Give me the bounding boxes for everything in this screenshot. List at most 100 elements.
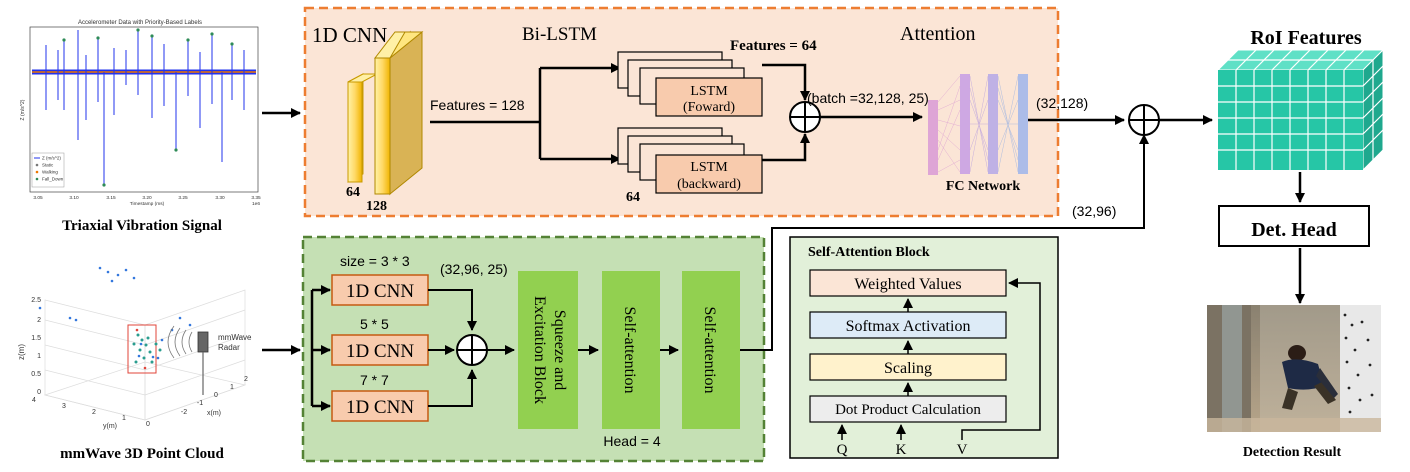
cloud-xtick: 0 [214, 392, 218, 399]
detection-head: Det. Head [1218, 205, 1370, 247]
sab-step-label: Scaling [884, 360, 932, 377]
sab-scaling: Scaling [809, 353, 1007, 381]
cloud-xtick: -1 [197, 400, 203, 407]
sab-step-label: Weighted Values [854, 276, 961, 293]
sab-softmax: Softmax Activation [809, 311, 1007, 339]
bilstm-title: Bi-LSTM [522, 24, 597, 45]
cnn-dim-128: 128 [366, 199, 387, 214]
se-block: Squeeze and Excitation Block [518, 271, 578, 429]
concat-op-bottom [456, 334, 488, 366]
conv-label: 1D CNN [346, 341, 414, 362]
cloud-xtick: 2 [244, 376, 248, 383]
se-block-label: Excitation Block [531, 296, 548, 404]
plot-xunit: 1e6 [252, 201, 260, 207]
self-attention-label: Self-attention [621, 306, 638, 393]
plot-xtick: 3.25 [178, 195, 188, 201]
point-cloud-plot: 2.5 2 1.5 1 0.5 0 z(m) 4 3 2 1 0 y(m) -2… [17, 266, 252, 430]
conv-label: 1D CNN [346, 281, 414, 302]
cloud-ztick: 0 [37, 389, 41, 396]
lstm-backward-stack: LSTM (backward) [617, 127, 763, 194]
self-attention-block-2: Self-attention [682, 271, 740, 429]
signal-spikes [45, 30, 245, 185]
plot-xtick: 3.30 [215, 195, 225, 201]
legend-entry: Z (m/s^2) [42, 156, 61, 161]
plot-xtick: 3.05 [33, 195, 43, 201]
kernel-size-5: 5 * 5 [360, 316, 389, 332]
sab-weighted-values: Weighted Values [809, 269, 1007, 297]
plot-xtick: 3.20 [142, 195, 152, 201]
head-count-label: Head = 4 [603, 433, 660, 449]
cloud-ytick: 0 [146, 421, 150, 428]
top-out-shape: (32,128) [1036, 95, 1088, 111]
lstm-dim-64: 64 [626, 190, 640, 205]
cloud-ytick: 4 [32, 397, 36, 404]
self-attention-block-1: Self-attention [602, 271, 660, 429]
plot-xtick: 3.10 [69, 195, 79, 201]
roi-features-cube [1216, 48, 1385, 172]
fc-network-label: FC Network [946, 179, 1020, 194]
lstm-forward-label: (Foward) [683, 100, 735, 115]
sab-v: V [957, 442, 968, 458]
sab-q: Q [837, 442, 848, 458]
kernel-size-7: 7 * 7 [360, 372, 389, 388]
cloud-ztick: 1 [37, 353, 41, 360]
conv-box-3x3: 1D CNN [331, 274, 429, 306]
cloud-ytick: 3 [62, 403, 66, 410]
batch-shape-label: (batch =32,128, 25) [807, 90, 929, 106]
cnn-title: 1D CNN [312, 23, 387, 47]
conv-box-7x7: 1D CNN [331, 390, 429, 422]
cloud-ztick: 0.5 [31, 371, 41, 378]
self-attention-label: Self-attention [701, 306, 718, 393]
detection-head-label: Det. Head [1251, 219, 1337, 241]
lstm-forward-label: LSTM [690, 84, 728, 99]
sab-dot-product: Dot Product Calculation [809, 395, 1007, 423]
radar-label: mmWave [218, 333, 252, 342]
concat-op-top [789, 101, 821, 133]
roi-title: RoI Features [1250, 27, 1361, 49]
plot-xlabel: Timestamp (ms) [130, 201, 165, 207]
cloud-xtick: -2 [181, 409, 187, 416]
conv-box-5x5: 1D CNN [331, 334, 429, 366]
cloud-ztick: 2 [37, 317, 41, 324]
bottom-shape-label: (32,96, 25) [440, 261, 508, 277]
fallen-person [1282, 345, 1338, 410]
features-128-label: Features = 128 [430, 97, 525, 113]
se-block-label: Squeeze and [551, 310, 568, 390]
cloud-caption: mmWave 3D Point Cloud [60, 446, 224, 462]
plot-title: Accelerometer Data with Priority-Based L… [78, 20, 202, 26]
cloud-ztick: 1.5 [31, 335, 41, 342]
lstm-backward-label: LSTM [690, 160, 728, 175]
cnn-layer-128 [373, 30, 424, 196]
plot-legend [31, 152, 65, 188]
conv-label: 1D CNN [346, 397, 414, 418]
plot-xtick: 3.15 [106, 195, 116, 201]
detection-result-image [1207, 305, 1381, 432]
attention-title: Attention [900, 23, 976, 45]
vibration-signal-plot: Accelerometer Data with Priority-Based L… [18, 18, 263, 208]
sab-step-label: Dot Product Calculation [835, 402, 981, 418]
detection-result-caption: Detection Result [1243, 445, 1342, 460]
cloud-zlabel: z(m) [17, 344, 26, 360]
person-bounding-box [127, 324, 157, 374]
cloud-xtick: 1 [230, 384, 234, 391]
sab-k: K [896, 442, 907, 458]
cloud-ylabel: y(m) [103, 423, 117, 430]
cloud-ytick: 1 [122, 415, 126, 422]
sab-title: Self-Attention Block [808, 245, 930, 260]
sab-step-label: Softmax Activation [846, 318, 971, 335]
features-64-label: Features = 64 [730, 38, 817, 54]
legend-entry: Static [42, 163, 54, 168]
legend-entry: Fall_Down [42, 177, 64, 182]
lstm-forward-stack: LSTM (Foward) [617, 51, 763, 117]
plot-axes [29, 26, 259, 193]
legend-entry: Walking [42, 170, 58, 175]
bottom-out-shape: (32,96) [1072, 203, 1116, 219]
radar-icon [197, 331, 209, 395]
concat-op-final [1128, 104, 1160, 136]
fc-network [928, 74, 1028, 175]
plot-ylabel: Z (m/s^2) [20, 99, 26, 120]
kernel-size-3: size = 3 * 3 [340, 253, 410, 269]
cloud-ztick: 2.5 [31, 297, 41, 304]
cnn-dim-64: 64 [346, 185, 360, 200]
